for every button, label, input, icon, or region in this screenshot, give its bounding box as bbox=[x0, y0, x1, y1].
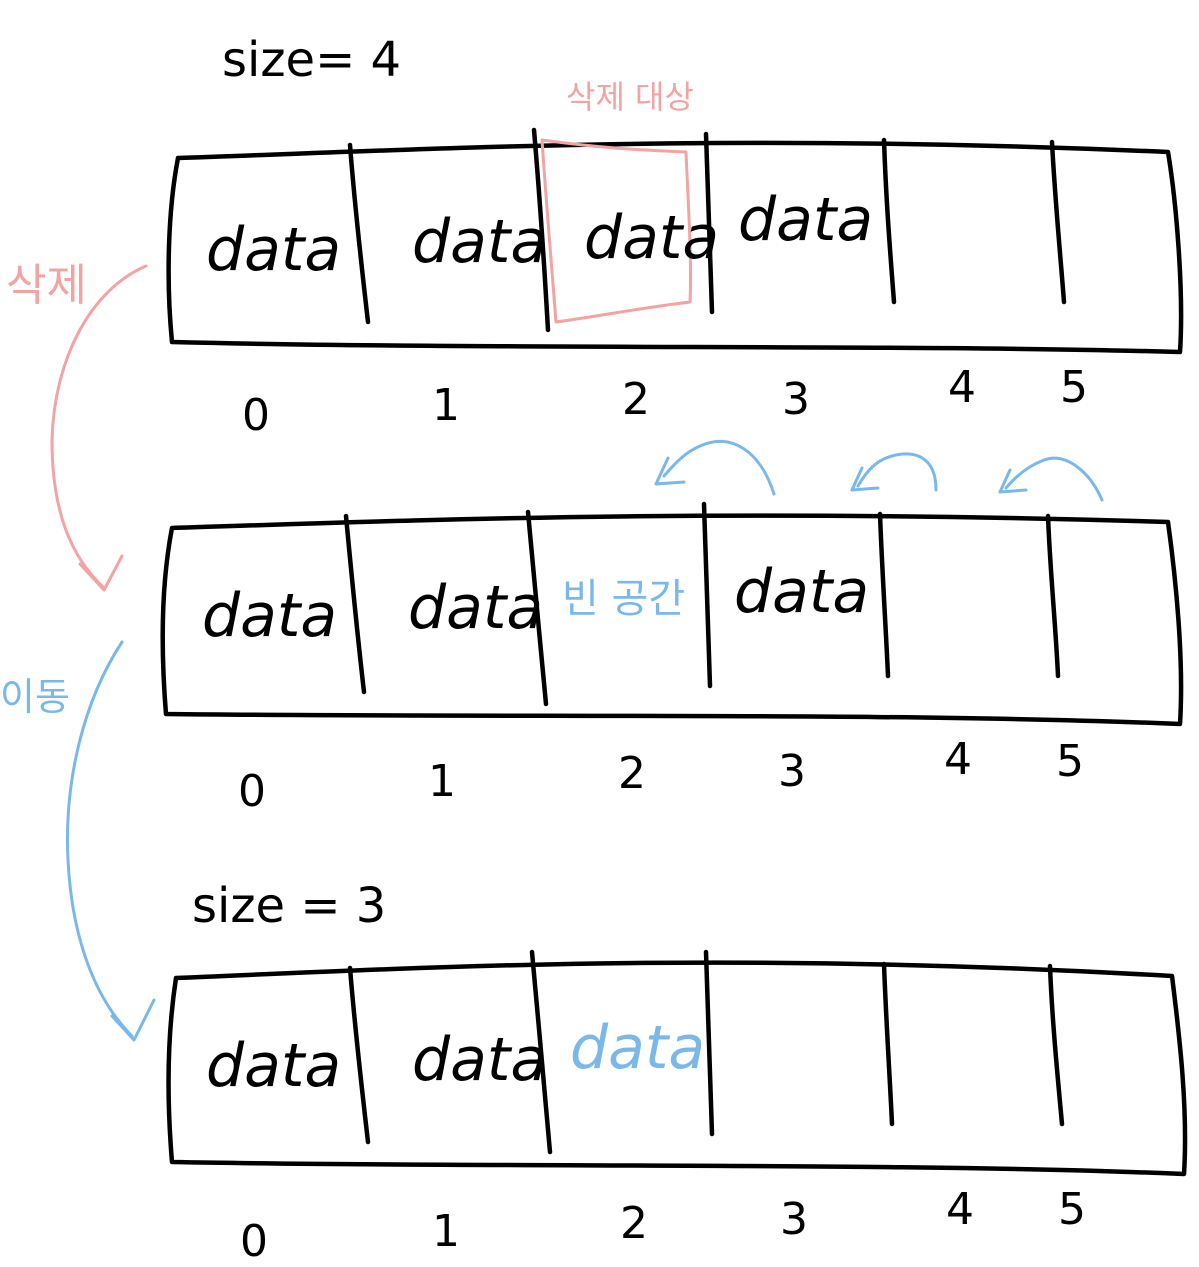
index-0: 0 bbox=[238, 766, 266, 817]
delete-arrow bbox=[50, 264, 148, 592]
index-2: 2 bbox=[622, 374, 650, 425]
index-2: 2 bbox=[620, 1198, 648, 1249]
cell-1: data bbox=[412, 1025, 547, 1095]
move-arrow bbox=[66, 640, 156, 1042]
cell-2: data bbox=[570, 1013, 705, 1083]
index-3: 3 bbox=[780, 1194, 808, 1245]
array-step2: data data 빈 공간 data 0 1 2 3 4 5 bbox=[160, 501, 1184, 817]
deletion-target-box bbox=[540, 138, 693, 324]
empty-slot-label: 빈 공간 bbox=[562, 576, 685, 622]
cell-0: data bbox=[202, 581, 337, 651]
index-1: 1 bbox=[428, 756, 456, 807]
shift-arrow-5-to-4 bbox=[1004, 456, 1104, 502]
index-5: 5 bbox=[1058, 1184, 1086, 1235]
index-5: 5 bbox=[1056, 736, 1084, 787]
deletion-target-label: 삭제 대상 bbox=[566, 78, 694, 116]
size-label-after: size = 3 bbox=[192, 878, 386, 934]
cell-0: data bbox=[206, 1031, 341, 1101]
cell-1: data bbox=[408, 573, 543, 643]
index-3: 3 bbox=[778, 746, 806, 797]
cell-3: data bbox=[738, 185, 873, 255]
shift-arrow-3-to-2 bbox=[662, 440, 776, 496]
move-label: 이동 bbox=[0, 675, 70, 719]
index-3: 3 bbox=[782, 374, 810, 425]
cell-1: data bbox=[412, 207, 547, 277]
cell-2: data bbox=[584, 203, 719, 273]
index-1: 1 bbox=[432, 1206, 460, 1257]
index-4: 4 bbox=[944, 734, 972, 785]
array-step3: data data data 0 1 2 3 4 5 bbox=[166, 949, 1188, 1267]
index-1: 1 bbox=[432, 380, 460, 431]
array-step1: data data data data 0 1 2 3 4 5 bbox=[166, 127, 1184, 441]
index-4: 4 bbox=[946, 1184, 974, 1235]
cell-0: data bbox=[206, 215, 341, 285]
cell-3: data bbox=[734, 557, 869, 627]
index-4: 4 bbox=[948, 362, 976, 413]
index-5: 5 bbox=[1060, 362, 1088, 413]
size-label-before: size= 4 bbox=[222, 32, 401, 88]
delete-label: 삭제 bbox=[6, 260, 87, 311]
shift-arrow-4-to-3 bbox=[856, 452, 938, 492]
index-0: 0 bbox=[242, 390, 270, 441]
shift-arrows bbox=[654, 440, 1104, 502]
index-0: 0 bbox=[240, 1216, 268, 1267]
index-2: 2 bbox=[618, 748, 646, 799]
